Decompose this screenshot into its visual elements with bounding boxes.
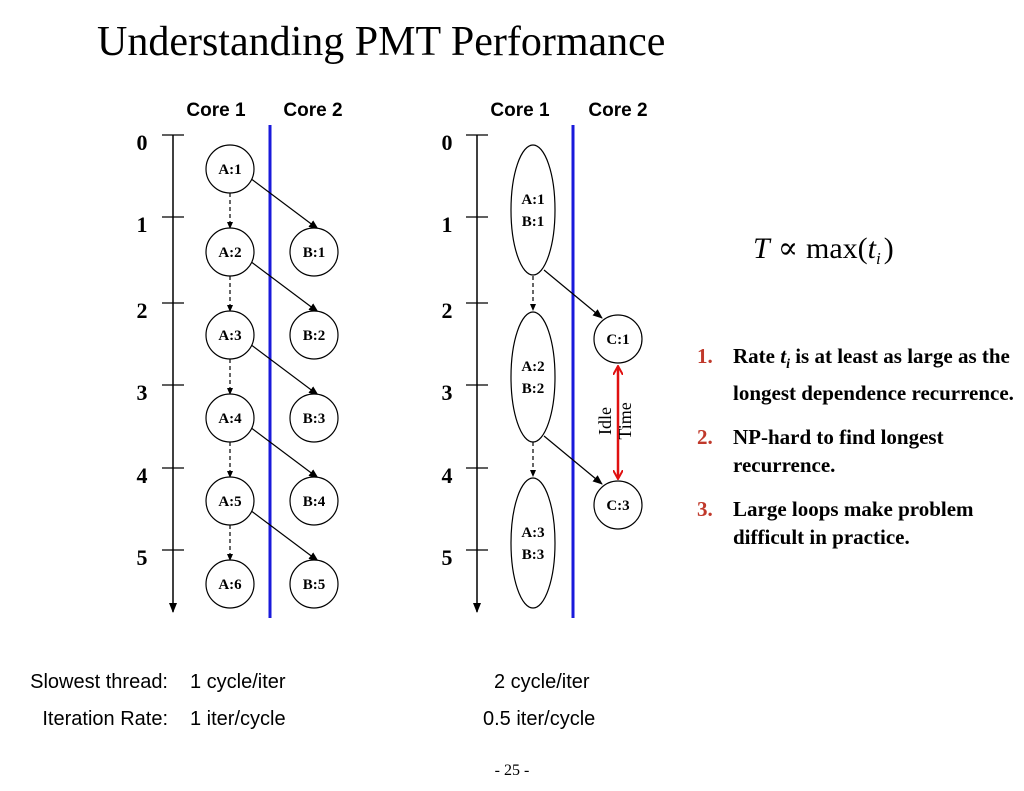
node-label: B:4 xyxy=(303,494,326,510)
left-axis-ticks xyxy=(162,134,184,551)
idle-label-line2: Time xyxy=(615,402,635,439)
list-text: Large loops make problem difficult in pr… xyxy=(733,497,974,550)
right-diagram: Core 1 Core 2 0 1 2 3 4 5 xyxy=(442,100,648,618)
right-node-c3 xyxy=(593,480,643,530)
right-tick-label: 4 xyxy=(442,463,453,488)
left-tick-label: 1 xyxy=(137,212,148,237)
list-number: 1. xyxy=(697,344,713,368)
right-core1-header: Core 1 xyxy=(490,100,550,121)
node-label: A:1 xyxy=(218,162,241,178)
right-slowest-value: 2 cycle/iter xyxy=(494,671,590,693)
right-comm-arrow xyxy=(543,269,603,319)
left-core1-header: Core 1 xyxy=(186,100,246,121)
list-item: 1. Rate ti is at least as large as the l… xyxy=(697,342,1017,407)
right-rate-value: 0.5 iter/cycle xyxy=(483,708,596,730)
left-diagram: Core 1 Core 2 0 1 2 3 4 5 xyxy=(137,100,343,618)
node-label: C:3 xyxy=(606,498,629,514)
left-tick-label: 2 xyxy=(137,298,148,323)
left-node-b4 xyxy=(289,476,339,526)
key-points-list: 1. Rate ti is at least as large as the l… xyxy=(697,342,1017,567)
node-label: B:2 xyxy=(303,328,326,344)
left-node-a4 xyxy=(205,393,255,443)
slide-title: Understanding PMT Performance xyxy=(97,19,666,65)
list-text: Rate ti is at least as large as the long… xyxy=(733,344,1014,406)
list-item: 3. Large loops make problem difficult in… xyxy=(697,495,1017,551)
node-label: B:1 xyxy=(522,214,545,230)
node-label: C:1 xyxy=(606,332,629,348)
left-tick-label: 3 xyxy=(137,380,148,405)
right-axis-ticks xyxy=(466,134,488,551)
right-comm-arrow xyxy=(543,435,603,485)
right-node-a2-b2 xyxy=(510,311,556,443)
left-comm-arrow xyxy=(249,343,319,396)
list-number: 2. xyxy=(697,425,713,450)
left-comm-arrow xyxy=(249,260,319,313)
right-tick-label: 3 xyxy=(442,380,453,405)
node-label: B:5 xyxy=(303,577,326,593)
left-node-a6 xyxy=(205,559,255,609)
list-text: NP-hard to find longest recurrence. xyxy=(733,425,944,478)
right-tick-label: 0 xyxy=(442,130,453,155)
node-label: B:3 xyxy=(522,547,545,563)
right-tick-label: 1 xyxy=(442,212,453,237)
node-label: A:1 xyxy=(521,192,544,208)
idle-label-line1: Idle xyxy=(595,407,615,435)
node-label: A:3 xyxy=(521,525,544,541)
left-tick-label: 5 xyxy=(137,545,148,570)
left-node-a2 xyxy=(205,227,255,277)
right-node-a1-b1 xyxy=(510,144,556,276)
slowest-thread-label: Slowest thread: xyxy=(30,671,168,693)
right-tick-label: 2 xyxy=(442,298,453,323)
throughput-formula: T∝max(ti) xyxy=(753,232,894,268)
node-label: A:2 xyxy=(521,359,544,375)
right-tick-label: 5 xyxy=(442,545,453,570)
left-comm-arrow xyxy=(249,177,319,230)
left-core2-header: Core 2 xyxy=(283,100,342,121)
left-node-a5 xyxy=(205,476,255,526)
node-label: B:1 xyxy=(303,245,326,261)
left-tick-label: 0 xyxy=(137,130,148,155)
node-label: A:4 xyxy=(218,411,242,427)
left-tick-label: 4 xyxy=(137,463,148,488)
left-node-a1 xyxy=(205,144,255,194)
right-core2-header: Core 2 xyxy=(588,100,647,121)
node-label: A:5 xyxy=(218,494,241,510)
left-rate-value: 1 iter/cycle xyxy=(190,708,286,730)
right-node-a3-b3 xyxy=(510,477,556,609)
left-node-b1 xyxy=(289,227,339,277)
list-number: 3. xyxy=(697,497,713,522)
node-label: B:2 xyxy=(522,381,545,397)
iteration-rate-label: Iteration Rate: xyxy=(42,708,168,730)
node-label: B:3 xyxy=(303,411,326,427)
left-node-b3 xyxy=(289,393,339,443)
left-node-b2 xyxy=(289,310,339,360)
left-node-b5 xyxy=(289,559,339,609)
left-comm-arrow xyxy=(249,509,319,562)
node-label: A:2 xyxy=(218,245,241,261)
left-slowest-value: 1 cycle/iter xyxy=(190,671,286,693)
left-comm-arrow xyxy=(249,426,319,479)
page-number: - 25 - xyxy=(494,762,530,779)
node-label: A:3 xyxy=(218,328,241,344)
node-label: A:6 xyxy=(218,577,242,593)
list-item: 2. NP-hard to find longest recurrence. xyxy=(697,423,1017,479)
left-node-a3 xyxy=(205,310,255,360)
right-node-c1 xyxy=(593,314,643,364)
